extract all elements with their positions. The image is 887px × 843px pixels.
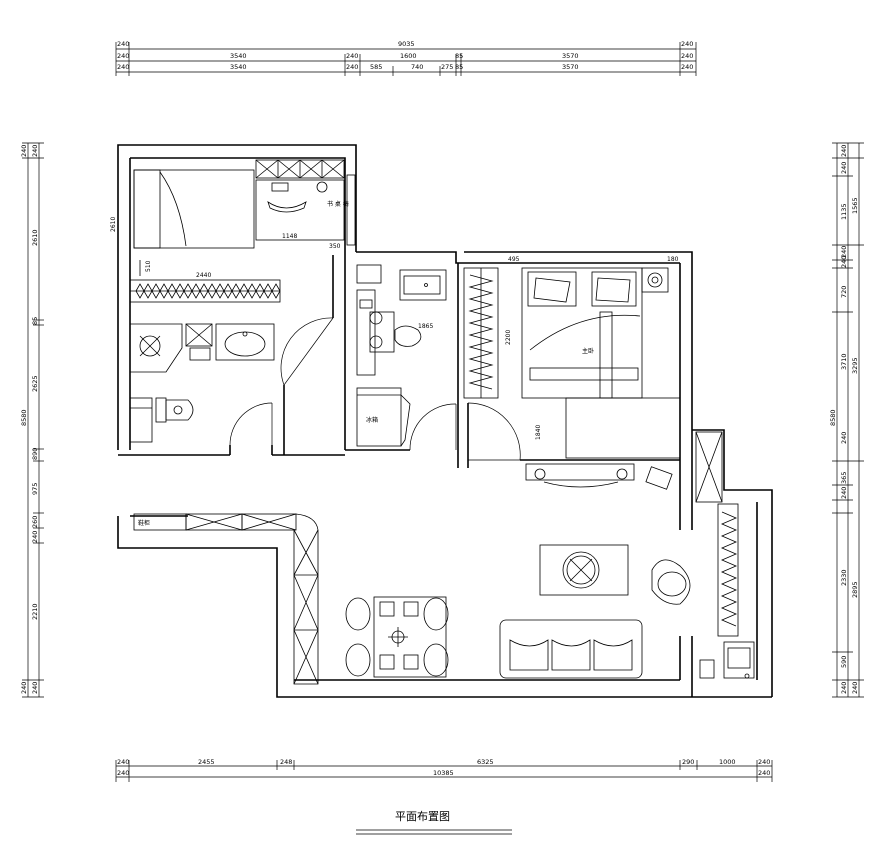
dim-text: 585 — [370, 63, 382, 71]
dim-text: 890 — [31, 448, 39, 460]
dim-text: 720 — [840, 286, 848, 298]
dim-text: 240 — [20, 145, 28, 157]
dim-text: 240 — [840, 487, 848, 499]
dim-text: 275 — [441, 63, 453, 71]
dim-text: 240 — [31, 145, 39, 157]
dim-text: 240 — [758, 769, 770, 777]
dim-text: 3710 — [840, 353, 848, 370]
doors — [229, 317, 521, 461]
dim-text: 240 — [681, 52, 693, 60]
fridge-label: 冰箱 — [366, 416, 378, 424]
kitchen — [356, 264, 447, 447]
dim-text: 240 — [840, 162, 848, 174]
dim-text: 590 — [840, 656, 848, 668]
dim-text: 240 — [840, 256, 848, 268]
room-dim: 350 — [329, 243, 341, 250]
desk-note: 书 桌 椅 — [327, 200, 349, 208]
dim-text: 248 — [280, 758, 292, 766]
dim-text: 1600 — [400, 52, 417, 60]
dim-text: 240 — [840, 145, 848, 157]
room-dim: 495 — [508, 256, 520, 263]
shoe-cabinet-label: 鞋柜 — [138, 519, 150, 527]
room-label: 主卧 — [582, 347, 594, 355]
dim-text: 240 — [346, 63, 358, 71]
right-dimensions — [832, 142, 864, 698]
dim-text: 240 — [117, 63, 129, 71]
dim-text: 2210 — [31, 603, 39, 620]
master-bedroom — [463, 267, 681, 490]
dim-text: 1565 — [851, 197, 859, 214]
dim-text: 1135 — [840, 203, 848, 220]
dim-text: 3570 — [562, 52, 579, 60]
room-dim: 1865 — [418, 323, 433, 330]
living-dining — [133, 513, 691, 685]
right-dimension-texts: 240 240 1135 240 240 720 3710 240 365 24… — [829, 145, 859, 694]
top-dimensions — [115, 42, 697, 76]
dim-text: 240 — [31, 531, 39, 543]
bottom-dimensions — [115, 760, 773, 782]
room-dim: 2200 — [505, 330, 512, 345]
dim-text: 240 — [840, 246, 848, 258]
dim-text: 85 — [31, 317, 39, 325]
dim-text: 6325 — [477, 758, 494, 766]
dim-text: 240 — [117, 52, 129, 60]
plan-title: 平面布置图 — [395, 810, 450, 823]
dim-text: 85 — [455, 63, 463, 71]
dim-text: 2895 — [851, 581, 859, 598]
dim-text: 2610 — [31, 229, 39, 246]
dim-text: 240 — [851, 682, 859, 694]
top-dimension-texts: 240 9035 240 240 3540 240 1600 85 3570 2… — [117, 40, 693, 71]
dim-text: 1000 — [719, 758, 736, 766]
left-dimensions — [22, 142, 44, 698]
room-dim: 510 — [145, 260, 152, 272]
dim-text: 240 — [117, 758, 129, 766]
bottom-dimension-texts: 240 2455 248 6325 290 1000 240 240 10385… — [117, 758, 770, 777]
dim-text: 240 — [20, 682, 28, 694]
dim-text: 240 — [31, 682, 39, 694]
dim-text: 740 — [411, 63, 423, 71]
dim-text: 2330 — [840, 569, 848, 586]
room-dim: 2610 — [110, 217, 117, 232]
dim-text: 3540 — [230, 52, 247, 60]
dim-text: 240 — [758, 758, 770, 766]
room-dim: 1148 — [282, 233, 297, 240]
room-dim: 2440 — [196, 272, 211, 279]
room-dim: 180 — [667, 256, 679, 263]
dim-text: 2625 — [31, 375, 39, 392]
wardrobe — [129, 260, 281, 303]
dim-text: 240 — [346, 52, 358, 60]
dim-text: 240 — [840, 432, 848, 444]
dim-text: 85 — [455, 52, 463, 60]
dim-text: 3570 — [562, 63, 579, 71]
left-dimension-texts: 240 240 2610 85 2625 890 975 260 240 221… — [20, 145, 39, 694]
dim-text: 240 — [117, 769, 129, 777]
walls — [117, 144, 773, 698]
dim-text: 3540 — [230, 63, 247, 71]
room-dim: 1840 — [535, 425, 542, 440]
dim-text: 975 — [31, 483, 39, 495]
dim-text: 290 — [682, 758, 694, 766]
dim-text: 240 — [681, 63, 693, 71]
dim-text: 240 — [681, 40, 693, 48]
dim-text: 240 — [840, 682, 848, 694]
dim-text: 8580 — [20, 409, 28, 426]
dim-text: 365 — [840, 472, 848, 484]
bedroom-1 — [133, 159, 356, 249]
dim-text: 240 — [117, 40, 129, 48]
dim-text: 260 — [31, 516, 39, 528]
dim-text: 10385 — [433, 769, 454, 777]
dim-text: 8580 — [829, 409, 837, 426]
balcony — [695, 431, 755, 679]
dim-text: 2455 — [198, 758, 215, 766]
dim-text: 9035 — [398, 40, 415, 48]
bathroom — [129, 323, 275, 443]
dim-text: 3295 — [851, 357, 859, 374]
